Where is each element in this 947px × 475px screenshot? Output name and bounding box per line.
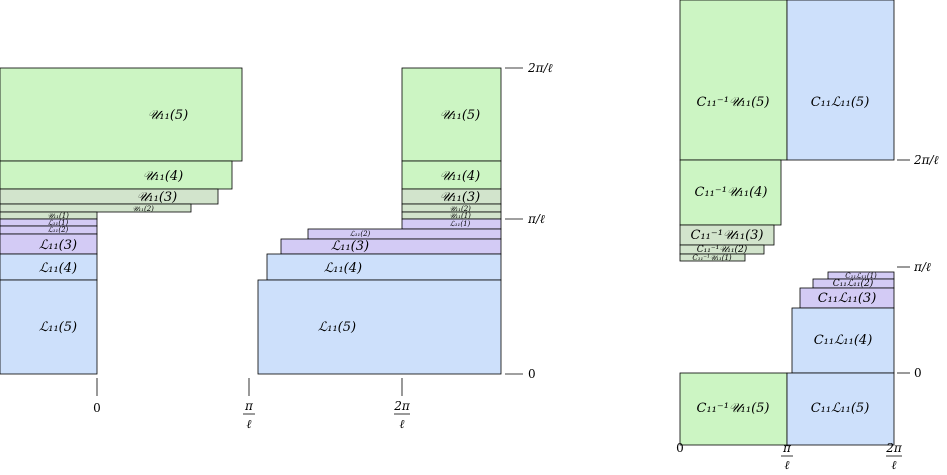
left-u4-box <box>0 160 233 190</box>
right-l4-box <box>791 307 895 374</box>
left-label-l4: ℒ₁₁(4) <box>39 261 77 276</box>
right-mid-u1-box <box>679 253 746 262</box>
left-label-l1: ℒ₁₁(1) <box>48 219 69 227</box>
right-label-mid-u2: C₁₁⁻¹𝒰₁₁(2) <box>697 244 748 255</box>
mid-label-l1: ℒ₁₁(1) <box>450 220 471 228</box>
right-label-mid-u3: C₁₁⁻¹𝒰₁₁(3) <box>691 228 764 243</box>
right-x-label-2pi-num: 2π <box>885 441 903 455</box>
mid-label-u2: 𝒰₁₁(2) <box>449 205 471 213</box>
left-x-tick-label: 0 <box>93 401 101 415</box>
mid-x-label-2pi-num: 2π <box>393 399 411 413</box>
left-label-l5: ℒ₁₁(5) <box>39 320 77 335</box>
mid-u5-box <box>401 67 502 162</box>
mid-u4-box <box>401 160 502 190</box>
right-label-mid-u4: C₁₁⁻¹𝒰₁₁(4) <box>695 185 768 200</box>
middle-panel <box>243 67 523 415</box>
mid-l2-box <box>307 228 502 240</box>
mid-y-label-pi: π/ℓ <box>527 212 545 226</box>
left-u3-box <box>0 188 219 205</box>
right-bottom-left-box <box>679 372 788 446</box>
mid-l5-box <box>257 279 502 375</box>
right-panel <box>679 0 910 457</box>
left-label-l3: ℒ₁₁(3) <box>39 238 77 253</box>
mid-label-l2: ℒ₁₁(2) <box>350 230 371 238</box>
right-x-label-0: 0 <box>676 441 684 455</box>
left-label-l2: ℒ₁₁(2) <box>48 226 69 234</box>
mid-x-label-pi-num: π <box>244 399 254 413</box>
right-label-top-right: C₁₁ℒ₁₁(5) <box>811 95 870 110</box>
right-y-label-pi: π/ℓ <box>913 260 931 274</box>
right-label-l1: C₁₁ℒ₁₁(1) <box>845 272 877 280</box>
right-label-mid-u1: C₁₁⁻¹𝒰₁₁(1) <box>692 254 732 262</box>
mid-label-l3: ℒ₁₁(3) <box>331 239 369 254</box>
right-top-right-box <box>786 0 895 161</box>
mid-label-u3: 𝒰₁₁(3) <box>440 190 481 205</box>
mid-label-u1: 𝒰₁₁(1) <box>449 212 471 220</box>
left-u5-box <box>0 67 243 162</box>
right-x-label-2pi-den: ℓ <box>892 458 897 472</box>
right-x-label-pi-num: π <box>782 441 792 455</box>
mid-x-label-2pi-den: ℓ <box>400 417 405 431</box>
right-y-label-2pi: 2π/ℓ <box>913 153 939 167</box>
left-label-u1: 𝒰₁₁(1) <box>47 212 69 220</box>
right-y-label-0: 0 <box>914 366 922 380</box>
mid-label-l5: ℒ₁₁(5) <box>318 320 356 335</box>
left-label-u2: 𝒰₁₁(2) <box>132 205 154 213</box>
right-mid-u4-box <box>679 159 782 226</box>
left-panel <box>0 67 243 396</box>
right-label-l4: C₁₁ℒ₁₁(4) <box>814 333 873 348</box>
mid-label-l4: ℒ₁₁(4) <box>324 261 362 276</box>
mid-l3-box <box>280 238 502 255</box>
right-label-l3: C₁₁ℒ₁₁(3) <box>818 291 877 306</box>
right-x-label-pi-den: ℓ <box>785 458 790 472</box>
right-top-left-box <box>679 0 788 161</box>
left-label-u3: 𝒰₁₁(3) <box>137 190 178 205</box>
right-label-bottom-left: C₁₁⁻¹𝒰₁₁(5) <box>697 401 770 416</box>
left-u2-box <box>0 203 192 213</box>
mid-label-u5: 𝒰₁₁(5) <box>440 108 481 123</box>
right-label-bottom-right: C₁₁ℒ₁₁(5) <box>811 401 870 416</box>
right-label-l2: C₁₁ℒ₁₁(2) <box>833 278 874 289</box>
left-label-u5: 𝒰₁₁(5) <box>148 108 189 123</box>
mid-l4-box <box>266 253 502 281</box>
mid-y-label-2pi: 2π/ℓ <box>527 61 553 75</box>
left-l5-box <box>0 279 98 375</box>
mid-y-label-0: 0 <box>528 367 536 381</box>
left-label-u4: 𝒰₁₁(4) <box>143 169 184 184</box>
mid-x-label-pi-den: ℓ <box>247 417 252 431</box>
left-l4-box <box>0 253 98 281</box>
mid-label-u4: 𝒰₁₁(4) <box>440 169 481 184</box>
right-bottom-right-box <box>786 372 895 446</box>
right-label-top-left: C₁₁⁻¹𝒰₁₁(5) <box>697 95 770 110</box>
